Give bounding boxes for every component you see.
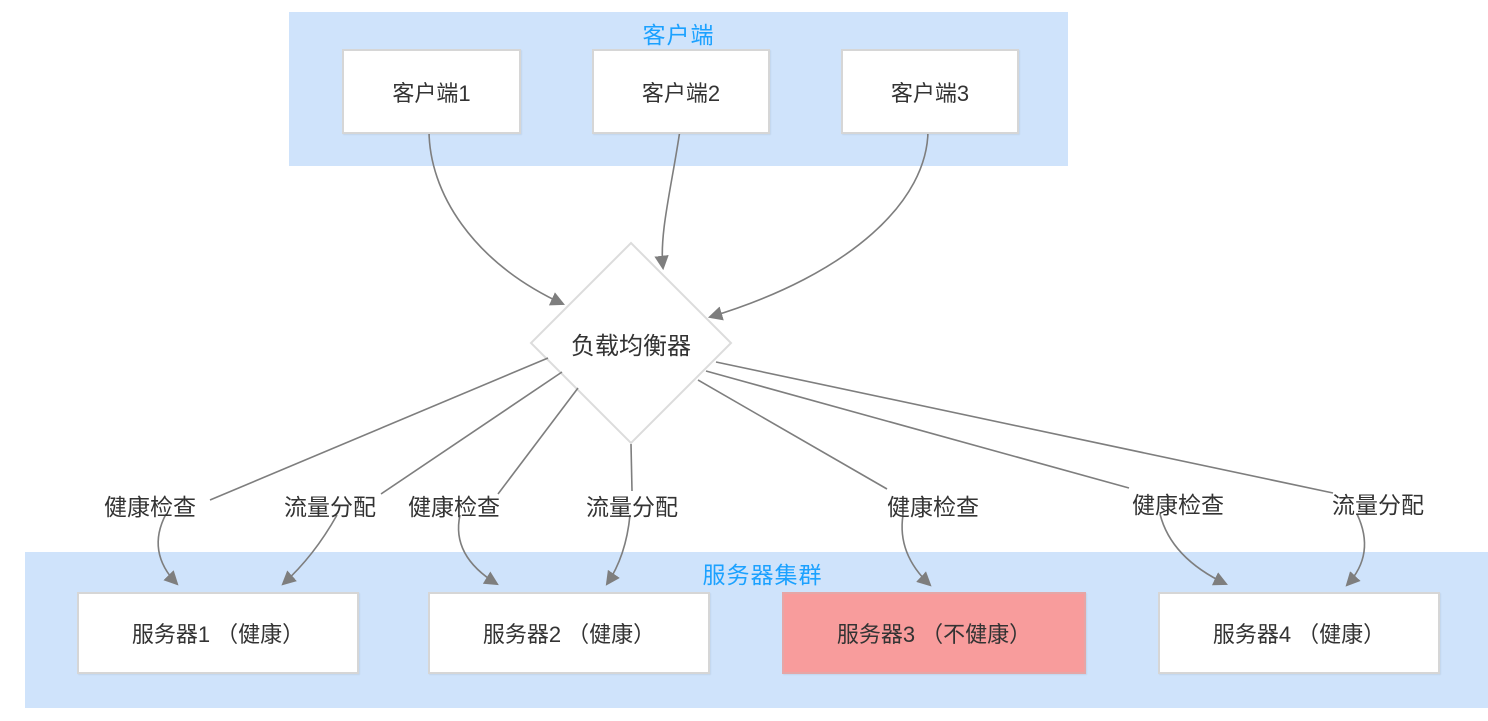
arrow-traffic-server4 xyxy=(1345,513,1366,587)
server1-node: 服务器1 （健康） xyxy=(77,592,359,674)
server2-node: 服务器2 （健康） xyxy=(428,592,710,674)
line-lb-to-label-health-s2 xyxy=(497,387,579,495)
server4-label: 服务器4 （健康） xyxy=(1212,622,1386,647)
arrow-client3-to-lb xyxy=(707,129,929,321)
edge-label-health-check-s1: 健康检查 xyxy=(104,494,196,520)
arrow-health-check-server2 xyxy=(457,514,499,586)
arrow-health-check-server3 xyxy=(901,514,932,587)
line-lb-to-label-health-s1 xyxy=(209,357,549,501)
client2-label: 客户端2 xyxy=(641,80,721,106)
servers-group-title: 服务器集群 xyxy=(702,562,823,588)
arrow-client1-to-lb xyxy=(428,129,565,306)
clients-group-title: 客户端 xyxy=(642,22,715,48)
edge-label-health-check-s4: 健康检查 xyxy=(1132,492,1224,518)
edge-label-traffic-s2: 流量分配 xyxy=(586,494,678,520)
client1-label: 客户端1 xyxy=(392,80,471,106)
line-lb-to-label-health-s3 xyxy=(697,379,888,490)
load-balancer-label: 负载均衡器 xyxy=(571,332,691,360)
client3-label: 客户端3 xyxy=(890,80,970,106)
client3-node: 客户端3 xyxy=(841,49,1019,134)
arrow-traffic-server2 xyxy=(605,514,631,586)
arrow-client2-to-lb xyxy=(654,129,681,271)
server2-label: 服务器2 （健康） xyxy=(482,622,656,647)
line-lb-to-label-traffic-s1 xyxy=(380,371,563,495)
edge-label-traffic-s4: 流量分配 xyxy=(1332,492,1424,518)
server3-label: 服务器3 （不健康） xyxy=(836,622,1032,647)
client2-node: 客户端2 xyxy=(592,49,770,134)
server4-node: 服务器4 （健康） xyxy=(1158,592,1440,674)
line-lb-to-label-health-s4 xyxy=(705,370,1130,489)
arrow-health-check-server1 xyxy=(157,513,179,586)
arrow-health-check-server4 xyxy=(1159,513,1228,586)
client1-node: 客户端1 xyxy=(342,49,521,134)
server1-label: 服务器1 （健康） xyxy=(131,622,305,647)
edge-label-traffic-s1: 流量分配 xyxy=(284,494,376,520)
server3-node-unhealthy: 服务器3 （不健康） xyxy=(782,592,1086,674)
line-lb-to-label-traffic-s4 xyxy=(715,361,1334,494)
line-lb-to-label-traffic-s2 xyxy=(630,443,633,492)
arrow-traffic-server1 xyxy=(281,514,338,586)
load-balancer-diamond xyxy=(529,241,733,445)
edge-label-health-check-s3: 健康检查 xyxy=(887,494,979,520)
edge-label-health-check-s2: 健康检查 xyxy=(408,494,500,520)
